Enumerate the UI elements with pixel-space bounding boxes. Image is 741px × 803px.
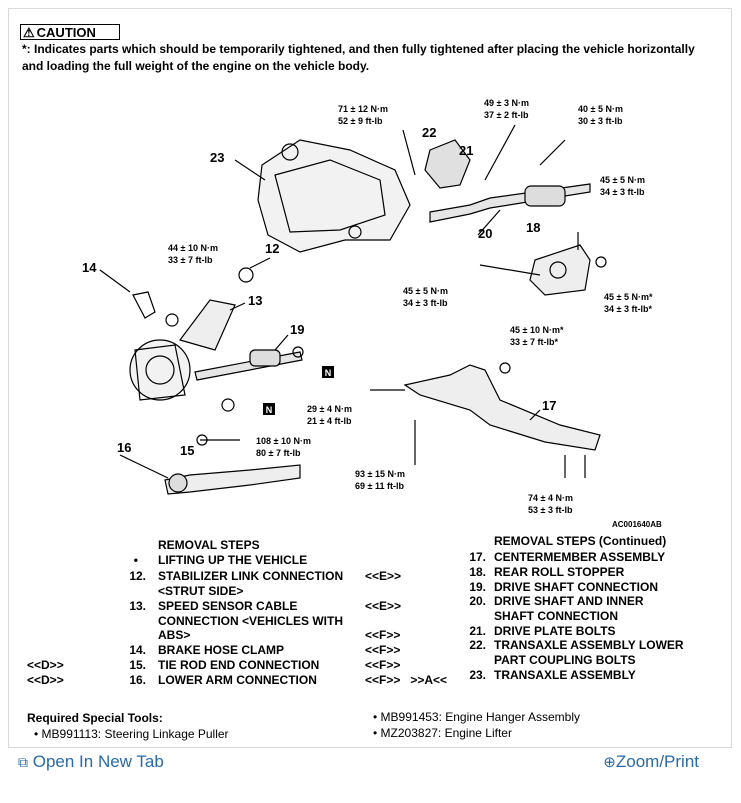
torque-ftlb: 69 ± 11 ft-lb (355, 481, 404, 491)
torque-nm: 49 ± 3 N·m (484, 98, 529, 108)
caution-title: CAUTION (36, 25, 96, 40)
caution-text: *: Indicates parts which should be tempo… (22, 42, 695, 73)
caution-heading: ⚠CAUTION (20, 24, 120, 40)
zoom-print-link[interactable]: ⊕Zoom/Print (603, 752, 699, 771)
torque-nm: 74 ± 4 N·m (528, 493, 573, 503)
special-tools-title: Required Special Tools: (27, 711, 163, 725)
part-number: 14 (82, 260, 97, 275)
torque-nm: 44 ± 10 N·m (168, 243, 218, 253)
open-new-tab-icon: ⧉ (18, 754, 28, 770)
tool-item: • MB991453: Engine Hanger Assembly (373, 710, 580, 724)
warning-triangle-icon: ⚠ (23, 25, 35, 40)
torque-ftlb: 80 ± 7 ft-lb (256, 448, 301, 458)
part-number: 21 (459, 143, 473, 158)
torque-ftlb: 34 ± 3 ft-lb (600, 187, 645, 197)
tool-item: • MB991113: Steering Linkage Puller (34, 727, 229, 741)
part-number: 13 (248, 293, 262, 308)
torque-ftlb: 21 ± 4 ft-lb (307, 416, 352, 426)
part-number: 23 (210, 150, 224, 165)
part-number: 20 (478, 226, 492, 241)
diagram-code: AC001640AB (612, 520, 662, 529)
torque-ftlb: 52 ± 9 ft-lb (338, 116, 383, 126)
torque-nm: 40 ± 5 N·m (578, 104, 623, 114)
torque-nm: 93 ± 15 N·m (355, 469, 405, 479)
n-marker: N (325, 368, 332, 378)
part-number: 17 (542, 398, 556, 413)
torque-ftlb: 53 ± 3 ft-lb (528, 505, 573, 515)
content-frame (8, 8, 732, 748)
torque-ftlb: 37 ± 2 ft-lb (484, 110, 529, 120)
torque-ftlb: 30 ± 3 ft-lb (578, 116, 623, 126)
torque-ftlb: 34 ± 3 ft-lb (403, 298, 448, 308)
removal-steps-continued-title: REMOVAL STEPS (Continued) (494, 534, 667, 548)
part-number: 18 (526, 220, 540, 235)
removal-steps-title: REMOVAL STEPS (158, 538, 260, 552)
exploded-diagram: N N 12 13 14 15 16 17 18 19 20 21 22 23 … (82, 98, 662, 529)
part-number: 22 (422, 125, 436, 140)
part-number: 15 (180, 443, 194, 458)
torque-ftlb: 33 ± 7 ft-lb* (510, 337, 558, 347)
torque-ftlb: 33 ± 7 ft-lb (168, 255, 213, 265)
part-number: 16 (117, 440, 131, 455)
torque-nm: 45 ± 5 N·m (600, 175, 645, 185)
part-number: 19 (290, 322, 304, 337)
torque-nm: 108 ± 10 N·m (256, 436, 311, 446)
open-in-new-tab-link[interactable]: ⧉ Open In New Tab (18, 752, 164, 771)
n-marker: N (266, 405, 273, 415)
torque-nm: 45 ± 10 N·m* (510, 325, 564, 335)
torque-ftlb: 34 ± 3 ft-lb* (604, 304, 652, 314)
torque-nm: 45 ± 5 N·m (403, 286, 448, 296)
torque-nm: 71 ± 12 N·m (338, 104, 388, 114)
part-number: 12 (265, 241, 279, 256)
torque-nm: 45 ± 5 N·m* (604, 292, 653, 302)
zoom-icon: ⊕ (603, 754, 616, 771)
torque-nm: 29 ± 4 N·m (307, 404, 352, 414)
tool-item: • MZ203827: Engine Lifter (373, 726, 512, 740)
